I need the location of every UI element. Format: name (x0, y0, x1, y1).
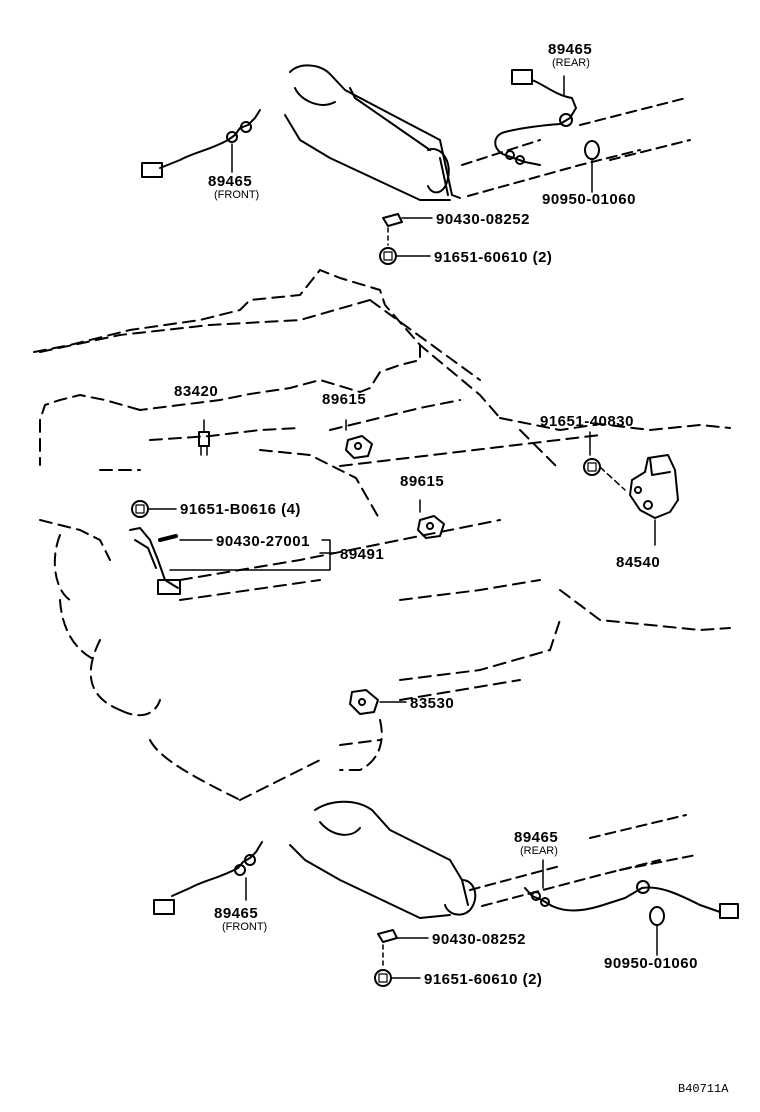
oil-switch-83530-part (349, 689, 407, 715)
throttle-sensor-84540-label: 84540 (616, 554, 661, 571)
lower-rear-note: (REAR) (520, 845, 558, 857)
oil-switch-83530-label: 83530 (410, 695, 455, 712)
upper-gasket-ring (584, 140, 600, 193)
upper-exhaust-pipe (284, 64, 691, 201)
upper-front-o2-sensor (141, 109, 261, 178)
upper-nut-and-bolt (379, 213, 433, 265)
diagram-id: B40711A (678, 1082, 729, 1096)
upper-rear-part-number: 89465 (548, 41, 593, 58)
gasket-27001-label: 90430-27001 (216, 533, 310, 550)
upper-leader-lines (231, 75, 565, 173)
upper-front-note: (FRONT) (214, 189, 260, 201)
upper-front-part-number: 89465 (208, 173, 253, 190)
lower-exhaust-pipe (289, 800, 697, 919)
throttle-sensor-84540-part (583, 431, 679, 546)
lower-front-part-number: 89465 (214, 905, 259, 922)
upper-gasket-part-number: 90950-01060 (542, 191, 636, 208)
upper-rear-note: (REAR) (552, 57, 590, 69)
lower-gasket-part-number: 90950-01060 (604, 955, 698, 972)
bolt-40830-label: 91651-40830 (540, 413, 634, 430)
lower-nut-and-bolt (374, 929, 429, 987)
map-sensor-1-label: 89615 (322, 391, 367, 408)
upper-rear-o2-sensor (494, 69, 577, 166)
engine-block-outline (33, 269, 731, 521)
map-sensor-1-part (345, 419, 373, 459)
lower-front-note: (FRONT) (222, 921, 268, 933)
harness-89491-part (129, 500, 336, 595)
map-sensor-2-label: 89615 (400, 473, 445, 490)
knock-sensor-83420-part (198, 419, 210, 456)
harness-89491-label: 89491 (340, 546, 385, 563)
upper-nut-part-number: 90430-08252 (436, 211, 530, 228)
lower-bolt-part-number: 91651-60610 (2) (424, 971, 543, 988)
upper-bolt-part-number: 91651-60610 (2) (434, 249, 553, 266)
knock-sensor-83420-label: 83420 (174, 383, 219, 400)
lower-nut-part-number: 90430-08252 (432, 931, 526, 948)
bolt-b0616-label: 91651-B0616 (4) (180, 501, 301, 518)
lower-rear-part-number: 89465 (514, 829, 559, 846)
lower-gasket-ring (649, 906, 665, 956)
map-sensor-2-part (417, 499, 445, 539)
lower-rear-o2-sensor (524, 859, 739, 919)
lower-front-o2-sensor (153, 841, 263, 915)
